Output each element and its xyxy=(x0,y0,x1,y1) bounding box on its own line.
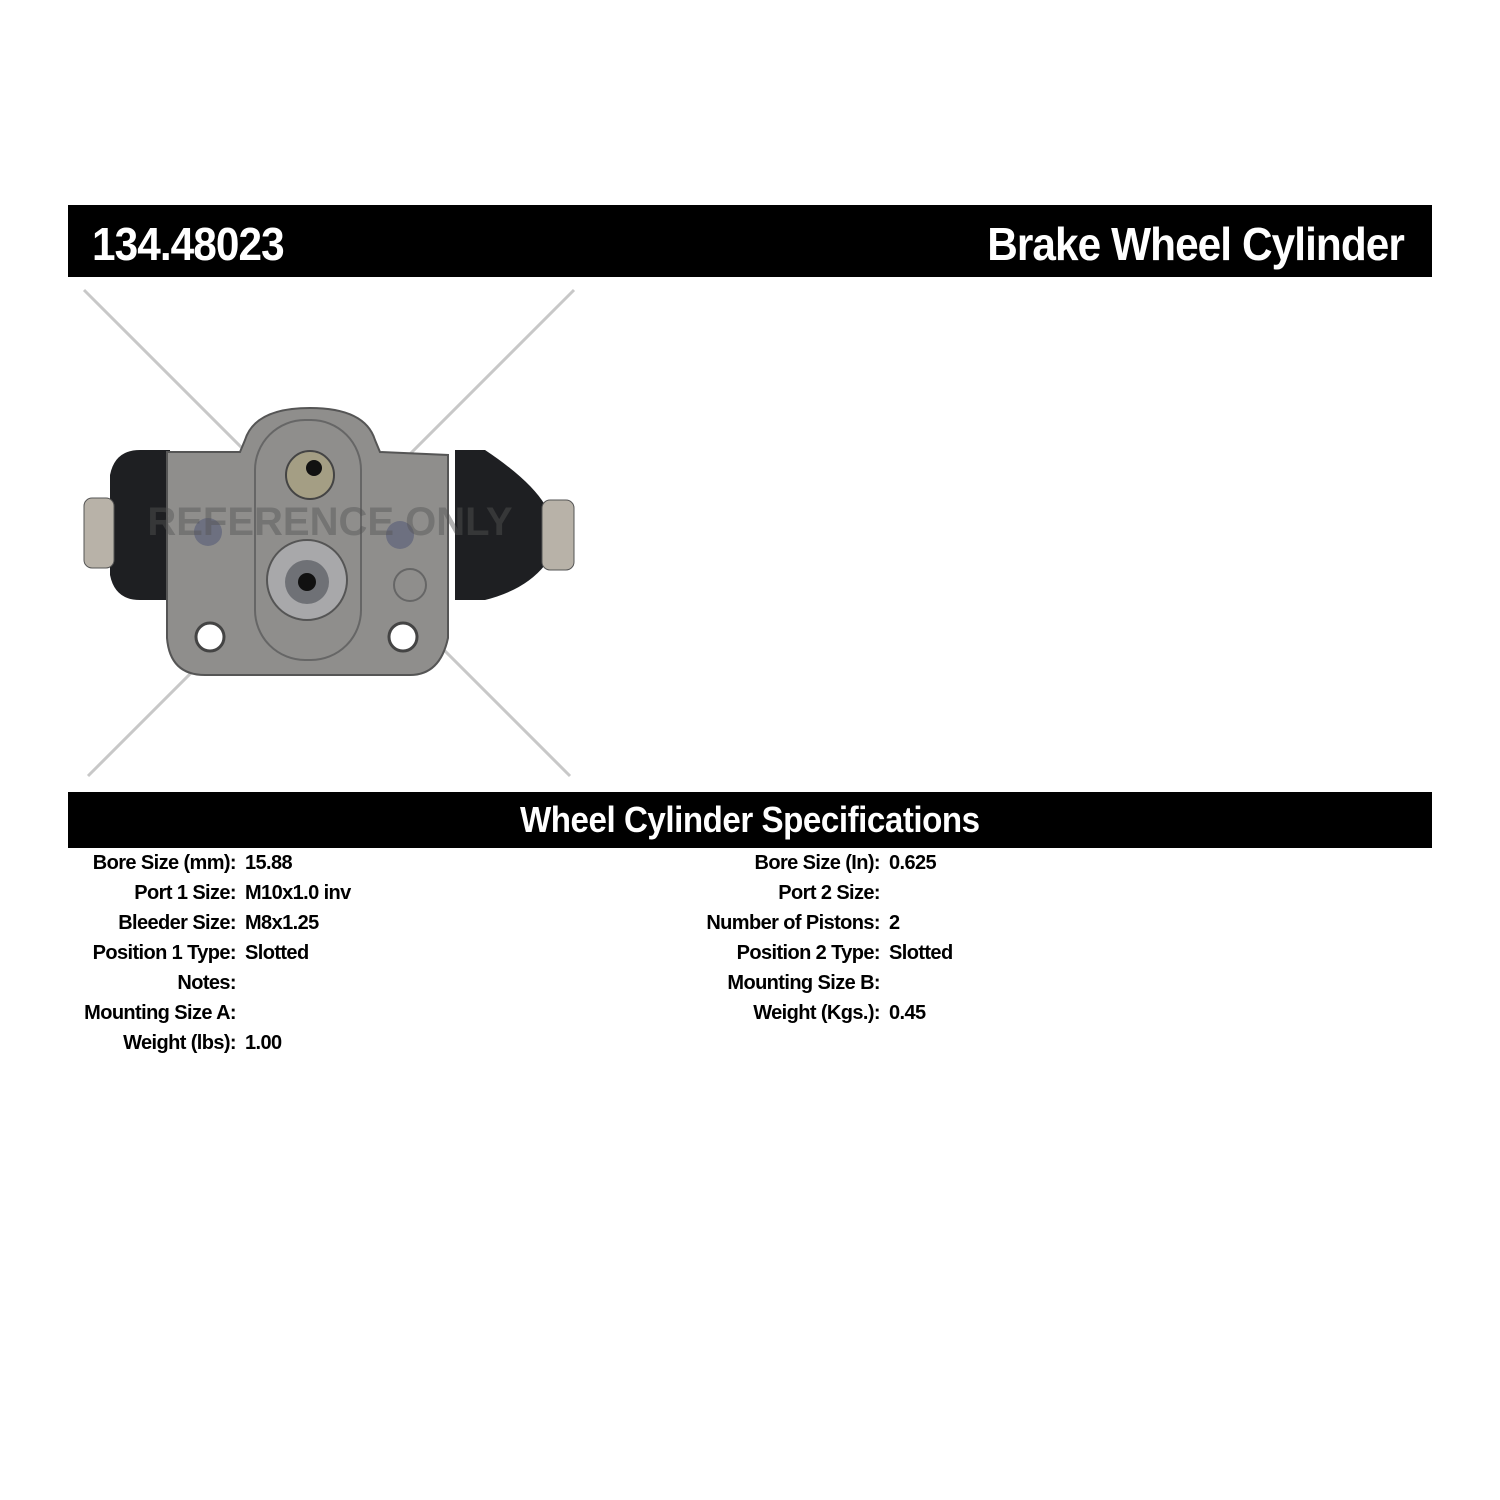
spec-value: 15.88 xyxy=(245,852,293,874)
specifications-bar: Wheel Cylinder Specifications xyxy=(68,792,1432,848)
spec-value: 0.45 xyxy=(889,1002,926,1024)
spec-row: Bore Size (mm): 15.88 xyxy=(0,852,293,882)
spec-label: Number of Pistons: xyxy=(706,912,880,934)
spec-row: Bleeder Size: M8x1.25 xyxy=(0,912,319,942)
spec-label: Position 1 Type: xyxy=(92,942,237,964)
spec-label: Bore Size (mm): xyxy=(92,852,237,874)
spec-label: Port 2 Size: xyxy=(778,882,880,904)
spec-row: Position 2 Type: Slotted xyxy=(0,942,954,972)
spec-row: Notes: xyxy=(0,972,236,1002)
product-title: Brake Wheel Cylinder xyxy=(987,218,1405,270)
spec-row: Port 2 Size: xyxy=(0,882,880,912)
spec-row: Weight (lbs): 1.00 xyxy=(0,1032,282,1062)
spec-row: Bore Size (In): 0.625 xyxy=(0,852,937,882)
product-image: REFERENCE ONLY xyxy=(82,288,576,778)
spec-label: Bore Size (In): xyxy=(754,852,881,874)
spec-value: Slotted xyxy=(245,942,309,964)
spec-row: Mounting Size B: xyxy=(0,972,880,1002)
spec-row: Mounting Size A: xyxy=(0,1002,236,1032)
spec-label: Position 2 Type: xyxy=(736,942,881,964)
spec-row: Port 1 Size: M10x1.0 inv xyxy=(0,882,351,912)
spec-row: Weight (Kgs.): 0.45 xyxy=(0,1002,926,1032)
watermark-text: REFERENCE ONLY xyxy=(147,500,513,544)
spec-value: M8x1.25 xyxy=(245,912,319,934)
spec-label: Notes: xyxy=(177,972,236,994)
title-bar: 134.48023 Brake Wheel Cylinder xyxy=(68,205,1432,277)
part-number: 134.48023 xyxy=(92,218,285,270)
spec-label: Bleeder Size: xyxy=(118,912,236,934)
spec-value: 1.00 xyxy=(245,1032,282,1054)
spec-row: Position 1 Type: Slotted xyxy=(0,942,310,972)
spec-value: 2 xyxy=(889,912,900,934)
spec-label: Weight (Kgs.): xyxy=(753,1002,880,1024)
spec-value: M10x1.0 inv xyxy=(245,882,351,904)
specifications-title: Wheel Cylinder Specifications xyxy=(520,799,980,840)
spec-label: Port 1 Size: xyxy=(134,882,236,904)
spec-row: Number of Pistons: 2 xyxy=(0,912,900,942)
spec-label: Weight (lbs): xyxy=(123,1032,237,1054)
spec-value: Slotted xyxy=(889,942,953,964)
spec-value: 0.625 xyxy=(889,852,937,874)
spec-label: Mounting Size A: xyxy=(84,1002,236,1024)
spec-label: Mounting Size B: xyxy=(727,972,880,994)
